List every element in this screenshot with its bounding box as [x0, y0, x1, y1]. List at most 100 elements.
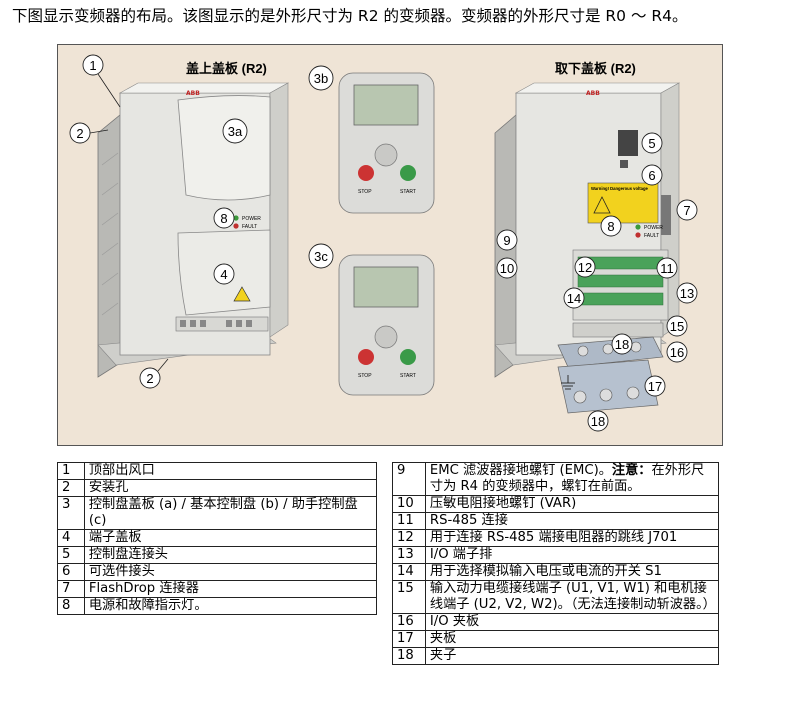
row-text: 顶部出风口 [83, 462, 378, 480]
row-number: 11 [392, 512, 426, 530]
start-label: START [400, 373, 416, 379]
callout-18-bottom: 18 [591, 414, 605, 429]
row-text: 压敏电阻接地螺钉 (VAR) [424, 495, 720, 513]
fault-led-label: FAULT [644, 233, 659, 239]
row-text: 夹子 [424, 647, 720, 665]
panel-display [353, 84, 419, 126]
row-text: 可选件接头 [83, 563, 378, 581]
callout-3a: 3a [228, 124, 243, 139]
callout-15: 15 [670, 319, 684, 334]
callout-3b: 3b [314, 71, 328, 86]
callout-17: 17 [648, 379, 662, 394]
fault-led-label: FAULT [242, 224, 257, 230]
callout-1: 1 [89, 58, 96, 73]
panel-display [353, 266, 419, 308]
row-text-note: 在外形尺寸为 R4 的变频器中，螺钉在前面。 [429, 463, 705, 494]
callout-4: 4 [220, 267, 227, 282]
assistant-control-panel: STOP START [338, 254, 435, 396]
warning-label-text: Warning! Dangerous voltage [591, 186, 649, 191]
callout-3c: 3c [314, 249, 328, 264]
row-number: 1 [57, 462, 85, 480]
fault-led [233, 223, 239, 229]
row-number: 17 [392, 630, 426, 648]
row-text: 用于连接 RS-485 端接电阻器的跳线 J701 [424, 529, 720, 547]
option-connector [620, 160, 628, 168]
drive-without-cover: ABB Warning! Dangerous voltage POWER FAU… [494, 82, 681, 414]
callout-11: 11 [660, 261, 674, 276]
row-text: I/O 夹板 [424, 613, 720, 631]
start-label: START [400, 189, 416, 195]
row-text: I/O 端子排 [424, 546, 720, 564]
stop-label: STOP [358, 189, 372, 195]
row-number: 16 [392, 613, 426, 631]
callout-12: 12 [578, 260, 592, 275]
callout-8-left: 8 [220, 211, 227, 226]
row-text: RS-485 连接 [424, 512, 720, 530]
brand-logo-right: ABB [586, 90, 600, 97]
start-button [400, 165, 416, 181]
callout-2-bottom: 2 [146, 371, 153, 386]
right-caption: 取下盖板 (R2) [555, 61, 636, 76]
stop-button [358, 165, 374, 181]
callout-6: 6 [648, 168, 655, 183]
row-text: EMC 滤波器接地螺钉 (EMC)。注意：在外形尺寸为 R4 的变频器中，螺钉在… [424, 462, 720, 496]
row-number: 2 [57, 479, 85, 497]
stop-button [358, 349, 374, 365]
row-number: 9 [392, 462, 426, 496]
row-text-main: EMC 滤波器接地螺钉 (EMC)。 [429, 463, 612, 478]
ground-symbol [561, 375, 575, 390]
row-text: 控制盘盖板 (a) / 基本控制盘 (b) / 助手控制盘 (c) [83, 496, 378, 530]
callout-7: 7 [683, 203, 690, 218]
basic-control-panel: STOP START [338, 72, 435, 214]
drive-with-cover: ABB POWER FAULT [97, 82, 290, 378]
callout-13: 13 [680, 286, 694, 301]
row-number: 14 [392, 563, 426, 581]
brand-logo-left: ABB [186, 90, 200, 97]
row-number: 15 [392, 580, 426, 614]
clamp-plate [557, 359, 659, 414]
callout-9: 9 [503, 233, 510, 248]
row-text: 端子盖板 [83, 529, 378, 547]
callout-8-right: 8 [607, 219, 614, 234]
row-text: 夹板 [424, 630, 720, 648]
power-led-label: POWER [644, 225, 663, 231]
note-label: 注意： [611, 463, 652, 478]
row-number: 18 [392, 647, 426, 665]
row-number: 5 [57, 546, 85, 564]
panel-connector [618, 130, 638, 156]
callout-2-top: 2 [76, 126, 83, 141]
left-caption: 盖上盖板 (R2) [186, 61, 267, 76]
callout-18-top: 18 [615, 337, 629, 352]
power-led [233, 215, 239, 221]
row-number: 3 [57, 496, 85, 530]
power-led-label: POWER [242, 216, 261, 222]
row-number: 8 [57, 597, 85, 615]
row-number: 12 [392, 529, 426, 547]
callout-16: 16 [670, 345, 684, 360]
row-number: 4 [57, 529, 85, 547]
start-button [400, 349, 416, 365]
row-text: FlashDrop 连接器 [83, 580, 378, 598]
row-number: 6 [57, 563, 85, 581]
row-text: 用于选择模拟输入电压或电流的开关 S1 [424, 563, 720, 581]
row-text: 控制盘连接头 [83, 546, 378, 564]
flashdrop-connector [661, 195, 671, 235]
